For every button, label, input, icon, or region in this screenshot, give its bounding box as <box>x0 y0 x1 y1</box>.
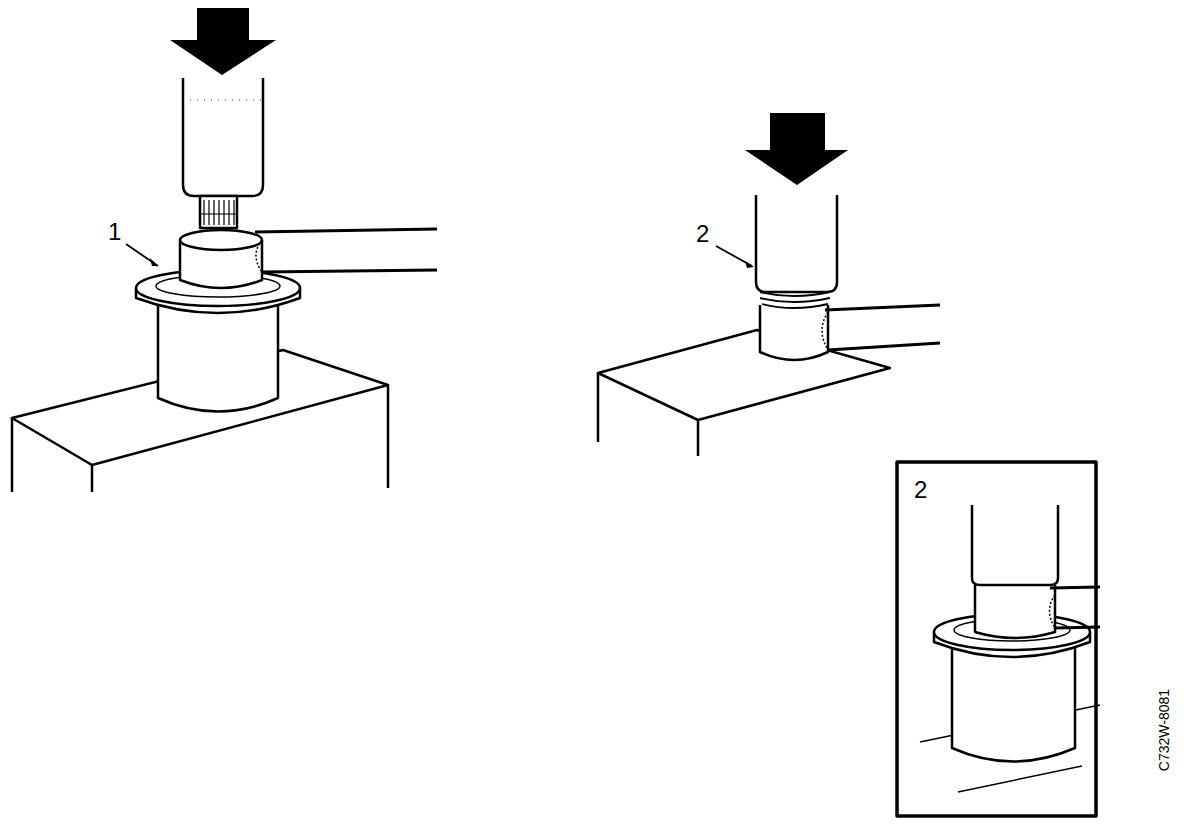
press-step-one <box>12 8 437 492</box>
callout-number: 2 <box>914 478 927 502</box>
callout-number: 2 <box>696 222 709 246</box>
detail-inset <box>897 462 1100 816</box>
press-step-two <box>598 113 940 456</box>
callout-number: 1 <box>108 220 121 244</box>
drawing-code: C732W-8081 <box>1157 689 1171 771</box>
